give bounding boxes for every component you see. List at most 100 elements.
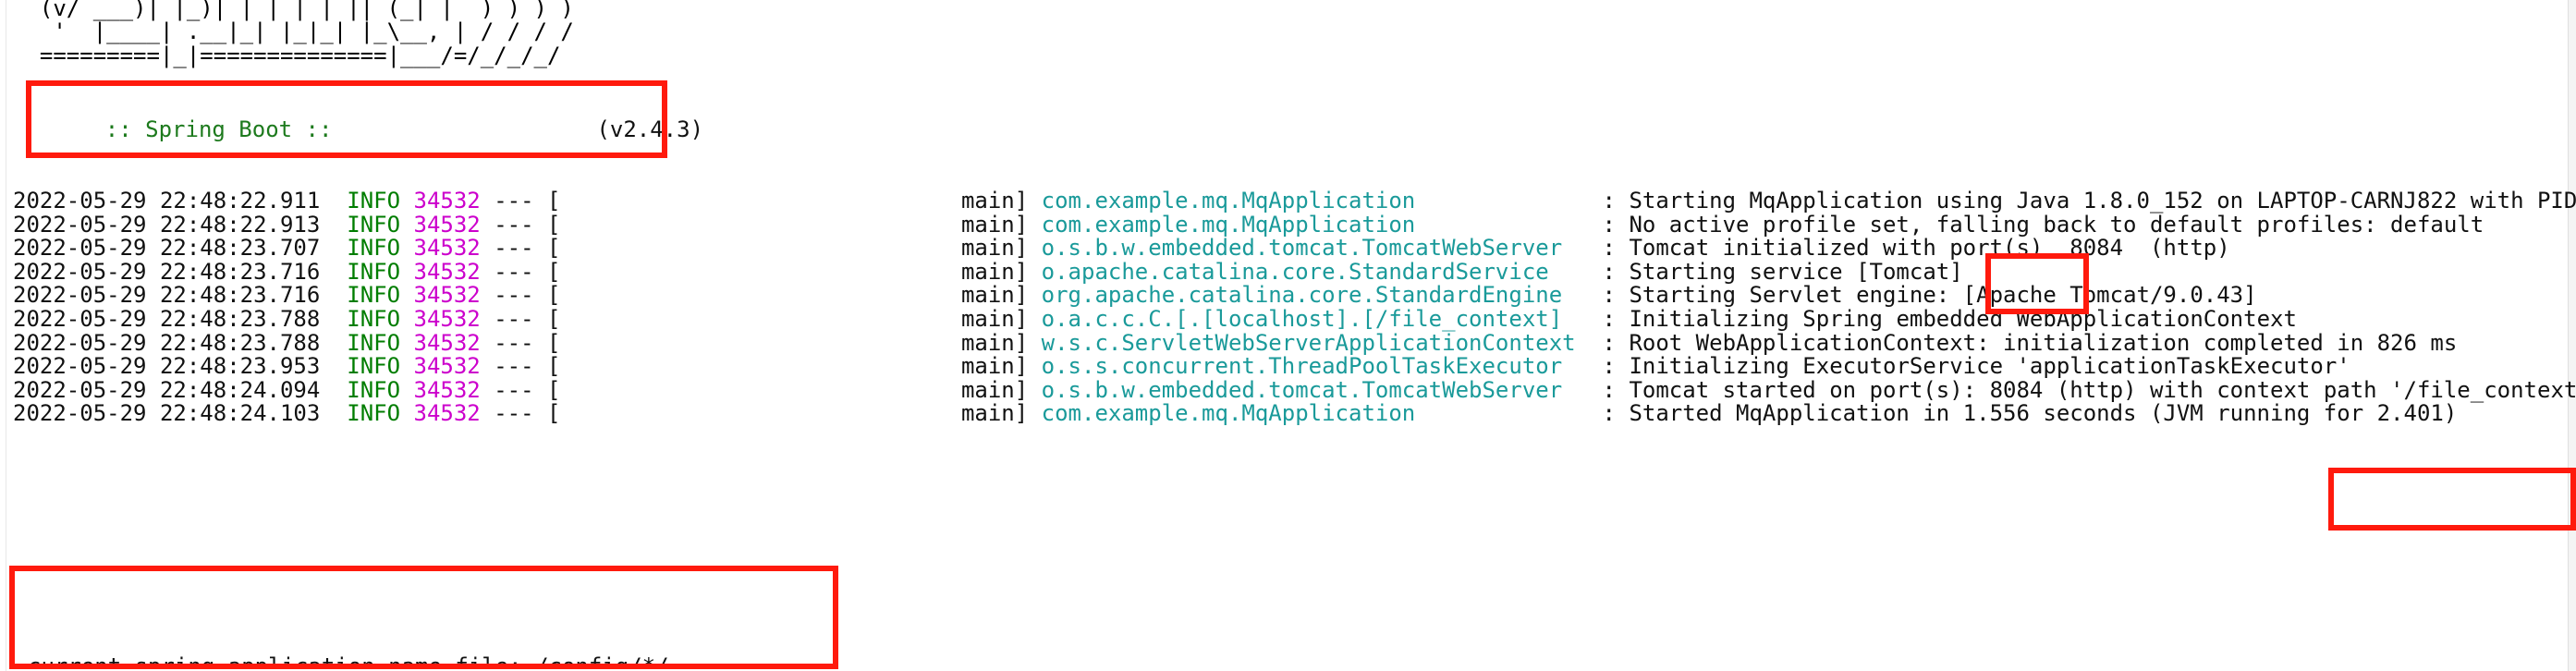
log-thread: main bbox=[960, 188, 1015, 214]
log-level: INFO bbox=[347, 282, 401, 309]
log-thread: main bbox=[960, 329, 1015, 356]
log-timestamp: 2022-05-29 22:48:23.788 bbox=[13, 329, 321, 356]
log-timestamp: 2022-05-29 22:48:23.716 bbox=[13, 258, 321, 285]
log-line: 2022-05-29 22:48:23.953 INFO 34532 --- [… bbox=[13, 353, 2576, 380]
log-thread: main bbox=[960, 235, 1015, 262]
log-thread-bracket-close: ] bbox=[1014, 400, 1029, 427]
log-logger: com.example.mq.MqApplication bbox=[1041, 188, 1416, 214]
log-level: INFO bbox=[347, 188, 401, 214]
log-thread-bracket-open: [ bbox=[547, 258, 561, 285]
log-line: 2022-05-29 22:48:23.716 INFO 34532 --- [… bbox=[13, 284, 2576, 308]
log-thread: main bbox=[960, 258, 1015, 285]
log-level: INFO bbox=[347, 353, 401, 380]
log-pid: 34532 bbox=[413, 353, 481, 380]
log-separator: --- bbox=[494, 211, 534, 238]
log-timestamp: 2022-05-29 22:48:23.716 bbox=[13, 282, 321, 309]
log-separator: --- bbox=[494, 400, 534, 427]
log-message-prefix: : bbox=[1602, 400, 1630, 427]
log-pid: 34532 bbox=[413, 329, 481, 356]
log-thread: main bbox=[960, 400, 1015, 427]
log-separator: --- bbox=[494, 258, 534, 285]
log-line: 2022-05-29 22:48:23.788 INFO 34532 --- [… bbox=[13, 305, 2576, 332]
log-pid: 34532 bbox=[413, 235, 481, 262]
spring-boot-banner: (v/ ___)| |_)| | | | | || (_| | ) ) ) ) … bbox=[13, 0, 574, 92]
log-message: Starting service [Tomcat] bbox=[1629, 258, 1963, 285]
log-message: Initializing Spring embedded WebApplicat… bbox=[1629, 305, 2297, 332]
log-message-prefix: : bbox=[1602, 353, 1630, 380]
note-line-1: current spring.application.name=file:./c… bbox=[28, 653, 669, 669]
log-thread: main bbox=[960, 282, 1015, 309]
log-thread-bracket-open: [ bbox=[547, 376, 561, 403]
console-scrollbar-track[interactable] bbox=[2568, 0, 2576, 671]
log-line: 2022-05-29 22:48:23.788 INFO 34532 --- [… bbox=[13, 329, 2576, 356]
log-message: Root WebApplicationContext: initializati… bbox=[1629, 329, 2458, 356]
banner-art-line-3: =========|_|==============|___/=/_/_/_/ bbox=[13, 42, 561, 68]
log-level: INFO bbox=[347, 235, 401, 262]
log-thread-bracket-open: [ bbox=[547, 329, 561, 356]
log-thread-bracket-close: ] bbox=[1014, 188, 1029, 214]
log-level: INFO bbox=[347, 305, 401, 332]
log-thread-bracket-open: [ bbox=[547, 305, 561, 332]
log-line: 2022-05-29 22:48:24.094 INFO 34532 --- [… bbox=[13, 376, 2576, 403]
log-logger: o.s.s.concurrent.ThreadPoolTaskExecutor bbox=[1041, 353, 1563, 380]
log-message-prefix: : bbox=[1602, 305, 1630, 332]
log-line: 2022-05-29 22:48:22.913 INFO 34532 --- [… bbox=[13, 211, 2576, 238]
log-message: No active profile set, falling back to d… bbox=[1629, 211, 2484, 238]
log-level: INFO bbox=[347, 329, 401, 356]
log-message-prefix: : bbox=[1602, 329, 1630, 356]
log-message: Tomcat initialized with port(s) 8084 (ht… bbox=[1629, 235, 2230, 262]
log-separator: --- bbox=[494, 282, 534, 309]
spring-boot-console-output: (v/ ___)| |_)| | | | | || (_| | ) ) ) ) … bbox=[13, 0, 2576, 671]
log-line-list: 2022-05-29 22:48:22.911 INFO 34532 --- [… bbox=[13, 189, 2576, 426]
log-thread-bracket-close: ] bbox=[1014, 235, 1029, 262]
log-message-prefix: : bbox=[1602, 235, 1630, 262]
log-line: 2022-05-29 22:48:22.911 INFO 34532 --- [… bbox=[13, 189, 2576, 214]
banner-product-label: :: Spring Boot :: bbox=[104, 116, 333, 142]
log-separator: --- bbox=[494, 329, 534, 356]
log-separator: --- bbox=[494, 376, 534, 403]
log-message-prefix: : bbox=[1602, 188, 1630, 214]
log-line: 2022-05-29 22:48:24.103 INFO 34532 --- [… bbox=[13, 402, 2576, 426]
log-pid: 34532 bbox=[413, 282, 481, 309]
log-line: 2022-05-29 22:48:23.716 INFO 34532 --- [… bbox=[13, 258, 2576, 285]
log-thread-bracket-open: [ bbox=[547, 188, 561, 214]
log-thread: main bbox=[960, 353, 1015, 380]
log-message: Starting Servlet engine: [Apache Tomcat/… bbox=[1629, 282, 2257, 309]
log-timestamp: 2022-05-29 22:48:24.094 bbox=[13, 376, 321, 403]
log-thread-bracket-open: [ bbox=[547, 235, 561, 262]
log-pid: 34532 bbox=[413, 258, 481, 285]
log-thread-bracket-open: [ bbox=[547, 211, 561, 238]
log-line: 2022-05-29 22:48:23.707 INFO 34532 --- [… bbox=[13, 235, 2576, 262]
log-message-prefix: : bbox=[1602, 376, 1630, 403]
log-thread-bracket-close: ] bbox=[1014, 282, 1029, 309]
log-thread-bracket-open: [ bbox=[547, 282, 561, 309]
note-input-box[interactable]: current spring.application.name=file:./c… bbox=[9, 566, 838, 669]
log-level: INFO bbox=[347, 400, 401, 427]
log-message-prefix: : bbox=[1602, 211, 1630, 238]
log-pid: 34532 bbox=[413, 305, 481, 332]
log-pid: 34532 bbox=[413, 188, 481, 214]
banner-art-line-1: (v/ ___)| |_)| | | | | || (_| | ) ) ) ) bbox=[13, 0, 574, 21]
log-timestamp: 2022-05-29 22:48:24.103 bbox=[13, 400, 321, 427]
log-message: Starting MqApplication using Java 1.8.0_… bbox=[1629, 188, 2576, 214]
log-pid: 34532 bbox=[413, 211, 481, 238]
log-thread-bracket-open: [ bbox=[547, 400, 561, 427]
log-message-prefix: : bbox=[1602, 258, 1630, 285]
log-logger: o.s.b.w.embedded.tomcat.TomcatWebServer bbox=[1041, 235, 1563, 262]
log-timestamp: 2022-05-29 22:48:23.788 bbox=[13, 305, 321, 332]
log-timestamp: 2022-05-29 22:48:23.707 bbox=[13, 235, 321, 262]
log-timestamp: 2022-05-29 22:48:22.913 bbox=[13, 211, 321, 238]
log-thread-bracket-close: ] bbox=[1014, 329, 1029, 356]
log-timestamp: 2022-05-29 22:48:22.911 bbox=[13, 188, 321, 214]
banner-product-row: :: Spring Boot ::(v2.4.3) bbox=[52, 94, 703, 165]
log-thread-bracket-close: ] bbox=[1014, 376, 1029, 403]
console-left-gutter bbox=[0, 0, 6, 671]
log-separator: --- bbox=[494, 305, 534, 332]
log-thread-bracket-close: ] bbox=[1014, 305, 1029, 332]
log-message: Initializing ExecutorService 'applicatio… bbox=[1629, 353, 2350, 380]
banner-version-label: (v2.4.3) bbox=[596, 116, 704, 142]
log-pid: 34532 bbox=[413, 400, 481, 427]
log-logger: o.s.b.w.embedded.tomcat.TomcatWebServer bbox=[1041, 376, 1563, 403]
log-separator: --- bbox=[494, 353, 534, 380]
log-logger: o.apache.catalina.core.StandardService bbox=[1041, 258, 1549, 285]
